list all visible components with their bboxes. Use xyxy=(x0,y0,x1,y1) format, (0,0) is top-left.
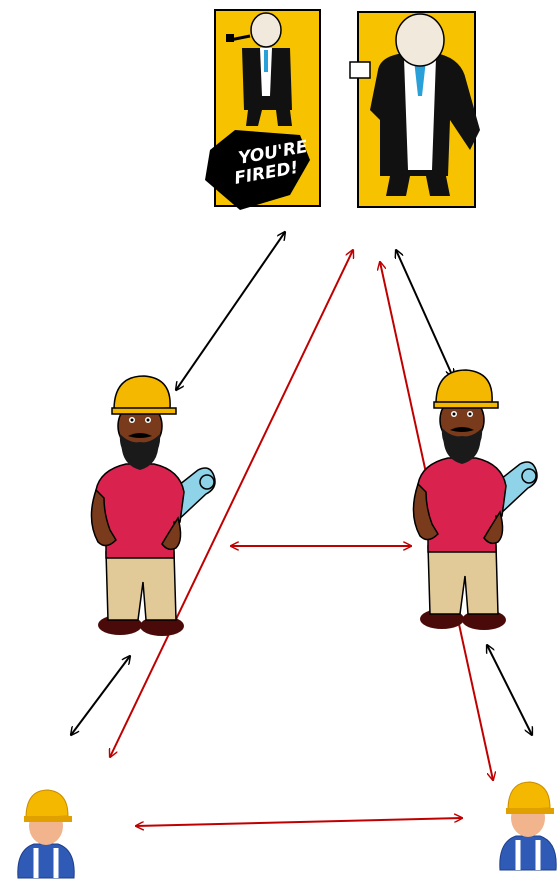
arrow-supervisor-worker-left xyxy=(71,656,130,735)
worker-right-icon xyxy=(500,782,556,870)
worker-left-icon xyxy=(18,790,74,878)
boss-left-panel: YOU'RE FIRED! xyxy=(205,9,321,210)
arrow-supervisor-worker-right xyxy=(487,645,532,735)
arrow-boss-supervisor-right xyxy=(396,250,453,377)
arrow-worker-worker xyxy=(136,818,462,826)
boss-right-panel xyxy=(349,11,480,208)
boss-with-pipe-icon xyxy=(226,12,292,126)
boss-with-notepad-icon xyxy=(349,13,480,196)
arrow-boss-supervisor-left xyxy=(176,232,285,390)
supervisor-right-icon xyxy=(412,369,538,631)
arrow-boss-worker-left xyxy=(110,250,353,757)
supervisor-left-icon xyxy=(90,375,216,637)
